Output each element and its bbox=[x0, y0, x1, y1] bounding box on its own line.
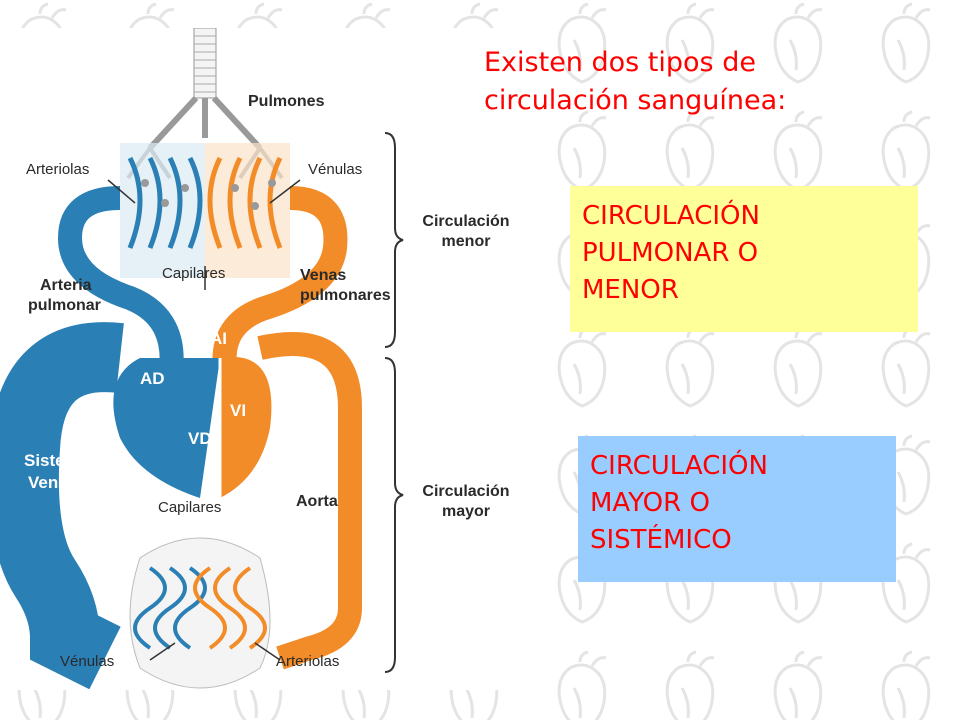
label-sistema-venoso-line2: Venoso bbox=[28, 473, 89, 492]
slide-title-line2: circulación sanguínea: bbox=[484, 85, 787, 116]
slide-title: Existen dos tipos de circulación sanguín… bbox=[484, 44, 924, 120]
label-arteria-pulmonar-line1: Arteria bbox=[40, 277, 92, 294]
label-vd: VD bbox=[188, 429, 212, 448]
label-arteriolas-top: Arteriolas bbox=[26, 161, 90, 178]
label-ai: AI bbox=[210, 329, 227, 348]
label-circulacion-mayor-line2: mayor bbox=[441, 503, 491, 520]
box-pulmonar-line2: PULMONAR O bbox=[582, 238, 759, 268]
box-sistemica-line1: CIRCULACIÓN bbox=[590, 451, 768, 481]
box-circulacion-pulmonar: CIRCULACIÓN PULMONAR O MENOR bbox=[570, 186, 918, 332]
label-circulacion-menor-line2: menor bbox=[441, 233, 491, 250]
label-venulas-bottom: Vénulas bbox=[60, 653, 115, 670]
box-circulacion-sistemica: CIRCULACIÓN MAYOR O SISTÉMICO bbox=[578, 436, 896, 582]
label-pulmones: Pulmones bbox=[248, 93, 325, 110]
label-capilares-bottom: Capilares bbox=[158, 499, 222, 516]
box-pulmonar-line1: CIRCULACIÓN bbox=[582, 201, 760, 231]
label-venulas-top: Vénulas bbox=[308, 161, 363, 178]
label-arteriolas-bottom: Arteriolas bbox=[276, 653, 340, 670]
pulmonary-artery bbox=[57, 186, 184, 438]
aorta bbox=[257, 332, 362, 670]
heart-icon bbox=[113, 356, 272, 498]
pulmonary-veins bbox=[212, 186, 348, 370]
systemic-capillary-network bbox=[129, 537, 271, 689]
circulation-diagram: Pulmones Arteriolas Vénulas Capilares Ar… bbox=[0, 28, 545, 690]
label-venas-pulmonares-line1: Venas bbox=[300, 267, 347, 284]
box-sistemica-line3: SISTÉMICO bbox=[590, 525, 732, 555]
pointer-lines bbox=[107, 179, 301, 661]
label-circulacion-mayor-line1: Circulación bbox=[422, 483, 510, 500]
label-aorta: Aorta bbox=[296, 493, 338, 510]
box-pulmonar-line3: MENOR bbox=[582, 275, 679, 305]
sistema-venoso bbox=[0, 322, 124, 690]
lung-capillary-network bbox=[120, 143, 290, 278]
bracket-circulacion-menor bbox=[384, 132, 404, 348]
circulation-diagram-art bbox=[0, 28, 404, 690]
label-vi: VI bbox=[230, 401, 247, 420]
label-capilares-top: Capilares bbox=[162, 265, 226, 282]
label-sistema-venoso-line1: Sistema bbox=[24, 451, 90, 470]
label-circulacion-menor-line1: Circulación bbox=[422, 213, 510, 230]
bracket-circulacion-mayor bbox=[384, 357, 404, 673]
label-ad: AD bbox=[140, 369, 165, 388]
label-arteria-pulmonar-line2: pulmonar bbox=[28, 297, 101, 314]
slide-title-line1: Existen dos tipos de bbox=[484, 47, 756, 78]
box-sistemica-line2: MAYOR O bbox=[590, 488, 710, 518]
label-venas-pulmonares-line2: pulmonares bbox=[300, 287, 391, 304]
